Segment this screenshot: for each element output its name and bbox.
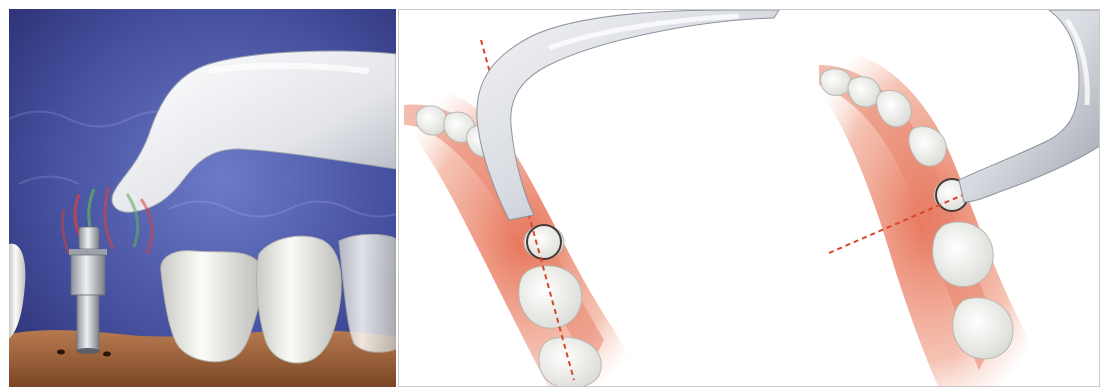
- gum-hole-left: [57, 350, 65, 355]
- scanner-wand-left: [477, 10, 779, 220]
- arch-left-scan-target: [524, 225, 564, 259]
- implant-scene: [9, 9, 396, 387]
- left-panel-implant-scan: [9, 9, 396, 387]
- right-panel-arch-scan: [398, 9, 1100, 387]
- gum-hole-right: [103, 352, 111, 357]
- arch-scene: [399, 10, 1100, 387]
